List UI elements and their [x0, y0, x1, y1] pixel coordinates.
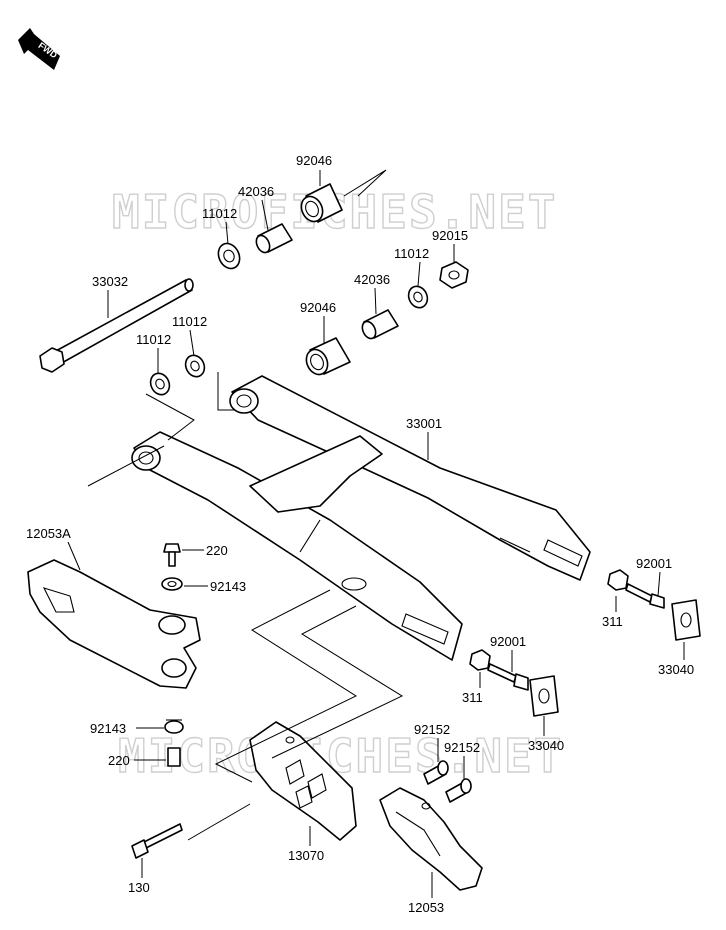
label-33040-right: 33040	[658, 662, 694, 677]
bearing-42036-top	[255, 223, 293, 254]
label-42036-mid: 42036	[354, 272, 390, 287]
bolt-130	[131, 823, 183, 859]
plate-33040-right	[671, 599, 701, 641]
bearing-42036-mid	[361, 309, 399, 340]
collar-92152-b	[445, 778, 472, 803]
nut-11012-left1	[184, 354, 206, 378]
label-42036-top: 42036	[238, 184, 274, 199]
label-220-bottom: 220	[108, 753, 130, 768]
bolt-92001-right	[625, 583, 665, 609]
label-92001-mid: 92001	[490, 634, 526, 649]
chain-slider-12053	[379, 787, 483, 891]
label-311-mid: 311	[462, 690, 483, 705]
nut-11012-right	[407, 285, 429, 309]
bolt-220-bottom	[167, 747, 181, 767]
nut-311-mid	[469, 649, 491, 671]
label-11012-top: 11012	[202, 206, 237, 221]
label-130: 130	[128, 880, 150, 895]
nut-92015	[439, 261, 469, 289]
label-92152-a: 92152	[414, 722, 450, 737]
washer-92143-bottom	[164, 719, 184, 734]
plate-33040-mid	[529, 675, 559, 717]
label-92001-right: 92001	[636, 556, 672, 571]
label-220-top: 220	[206, 543, 228, 558]
collar-92046-mid	[305, 337, 351, 376]
nut-311-right	[607, 569, 629, 591]
bolt-220-top	[163, 543, 181, 567]
fwd-arrow-icon: FWD	[18, 28, 60, 70]
washer-92143-top	[161, 577, 183, 591]
part-labels: 92046 42036 11012 92015 11012 33032 4203…	[26, 153, 694, 915]
swing-arm-33001	[131, 375, 591, 661]
label-92046-mid: 92046	[300, 300, 336, 315]
nut-11012-top	[217, 242, 241, 270]
collar-92152-a	[423, 760, 449, 785]
label-12053: 12053	[408, 900, 444, 915]
watermark-bottom: MICROFICHES.NET	[118, 729, 563, 783]
pivot-shaft-33032	[39, 278, 194, 373]
label-13070: 13070	[288, 848, 324, 863]
label-311-right: 311	[602, 614, 623, 629]
label-92152-b: 92152	[444, 740, 480, 755]
nut-11012-left2	[149, 372, 171, 396]
label-33040-mid: 33040	[528, 738, 564, 753]
label-33032: 33032	[92, 274, 128, 289]
label-33001: 33001	[406, 416, 442, 431]
chain-slider-12053A	[27, 559, 201, 689]
label-92046-top: 92046	[296, 153, 332, 168]
leader-lines	[67, 169, 685, 898]
label-92015: 92015	[432, 228, 468, 243]
collar-92046-top	[300, 183, 343, 223]
label-11012-right: 11012	[394, 246, 429, 261]
bolt-92001-mid	[487, 663, 529, 691]
label-92143-top: 92143	[210, 579, 246, 594]
label-11012-left1: 11012	[172, 314, 207, 329]
label-11012-left2: 11012	[136, 332, 171, 347]
label-92143-bottom: 92143	[90, 721, 126, 736]
label-12053A: 12053A	[26, 526, 71, 541]
